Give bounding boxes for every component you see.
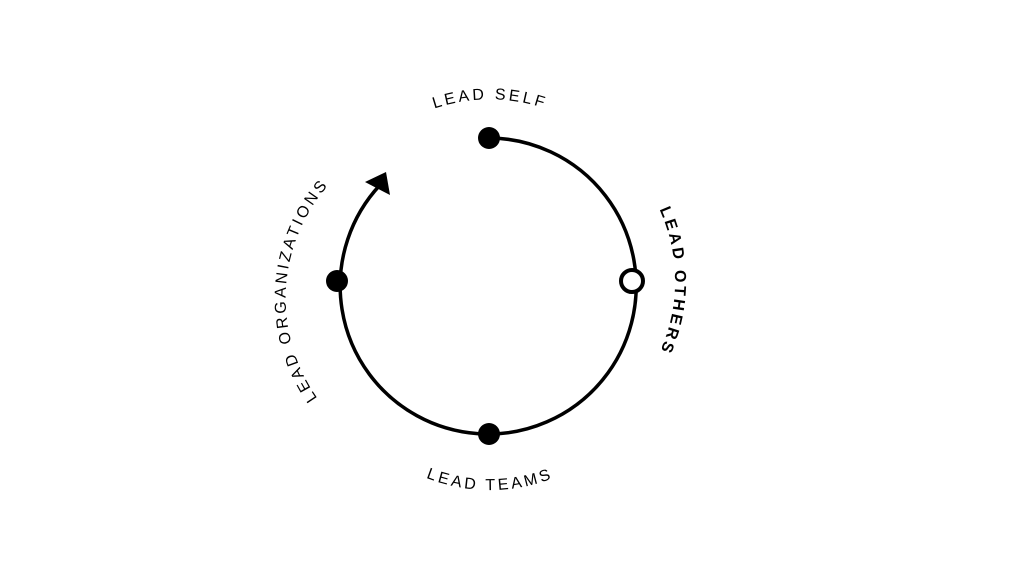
node-lead-others — [619, 268, 645, 294]
label-lead-self: LEAD SELF — [431, 86, 550, 112]
label-lead-others: LEAD OTHERS — [656, 204, 688, 357]
cycle-arrowhead-icon — [365, 172, 390, 195]
cycle-arc — [338, 136, 638, 436]
node-lead-organizations — [326, 270, 348, 292]
node-lead-self — [478, 127, 500, 149]
node-lead-teams — [478, 423, 500, 445]
label-lead-teams: LEAD TEAMS — [425, 466, 556, 495]
label-lead-organizations: LEAD ORGANIZATIONS — [273, 176, 333, 406]
